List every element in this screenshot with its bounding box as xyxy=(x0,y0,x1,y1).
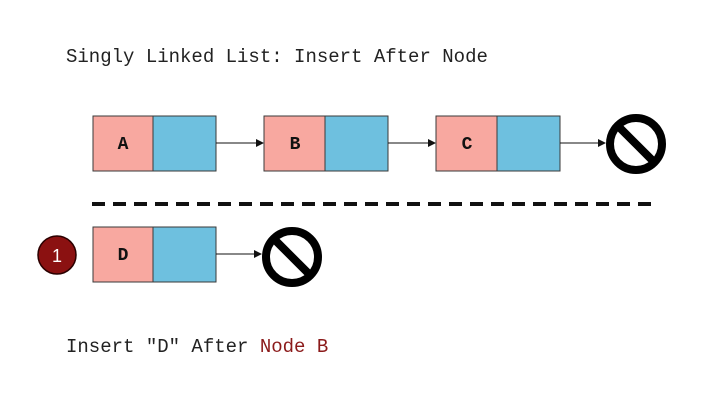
step-caption: Insert "D" After Node B xyxy=(66,336,328,358)
diagram-title: Singly Linked List: Insert After Node xyxy=(66,46,488,68)
node-c-label: C xyxy=(462,135,473,155)
node-a-label: A xyxy=(118,135,129,155)
node-b-next-cell xyxy=(324,115,389,172)
node-b-data-cell xyxy=(263,115,326,172)
node-d-label: D xyxy=(118,246,129,266)
new-node-d: D xyxy=(92,226,217,283)
caption-text: Insert "D" After xyxy=(66,336,260,358)
list-node-c: C xyxy=(435,115,561,172)
node-b-label: B xyxy=(290,135,301,155)
list-node-a: A xyxy=(92,115,217,172)
node-d-data-cell xyxy=(92,226,154,283)
node-c-next-cell xyxy=(496,115,561,172)
caption-highlight: Node B xyxy=(259,336,329,358)
list-node-b: B xyxy=(263,115,389,172)
node-d-next-cell xyxy=(152,226,217,283)
node-a-next-cell xyxy=(152,115,217,172)
null-symbol-icon xyxy=(262,227,322,287)
step-number-label: 1 xyxy=(52,246,62,266)
null-symbol-icon xyxy=(606,114,666,174)
step-number-badge: 1 xyxy=(37,235,77,275)
